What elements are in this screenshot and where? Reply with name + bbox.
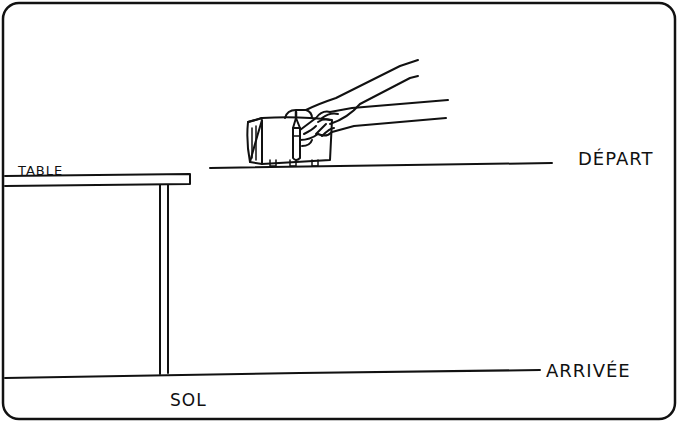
ground-label: SOL: [170, 390, 207, 410]
arrival-label: ARRIVÉE: [546, 360, 631, 381]
book-drawing: [247, 60, 418, 166]
table-leg: [160, 185, 168, 374]
ground-line: [5, 370, 540, 378]
frame: [3, 3, 675, 419]
departure-label: DÉPART: [578, 148, 653, 169]
table-label: TABLE: [18, 163, 63, 178]
pencil-drawing: [293, 100, 448, 160]
